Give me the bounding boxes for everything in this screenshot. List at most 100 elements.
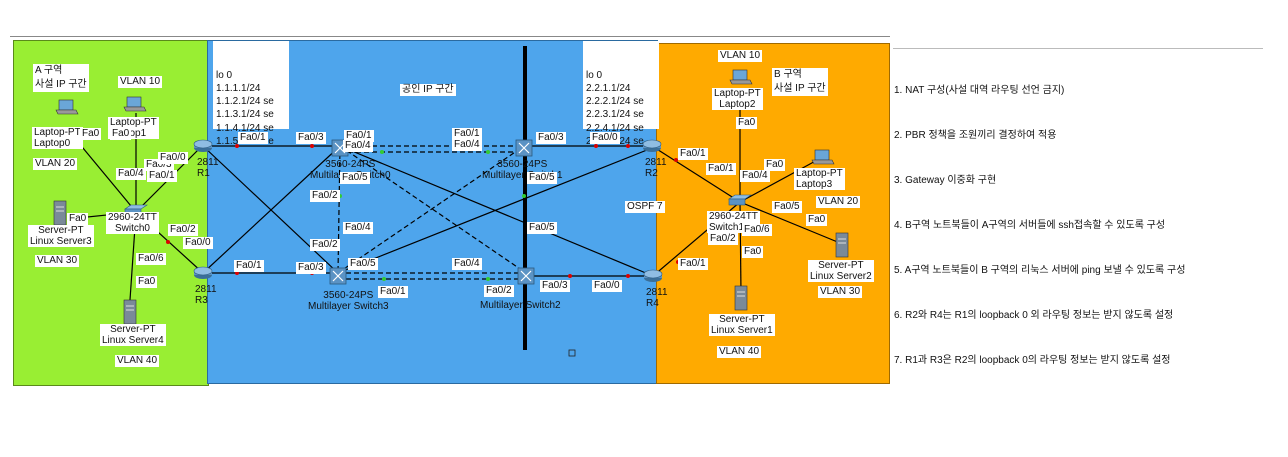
vlan30-b-label: VLAN 30 (818, 286, 863, 298)
vlan20-b-label: VLAN 20 (816, 196, 861, 208)
server3-icon[interactable] (53, 200, 67, 226)
router-r4-icon[interactable] (643, 269, 663, 282)
port-sw0-fa01: Fa0/1 (147, 170, 177, 182)
requirement-5: 5. A구역 노트북들이 B 구역의 리눅스 서버에 ping 보낼 수 있도록… (894, 265, 1186, 276)
link-r2-sw1 (651, 145, 741, 203)
port-mls0-fa05: Fa0/5 (340, 172, 370, 184)
link-r1-mls3 (202, 145, 339, 274)
link-mls0-r4 (339, 145, 654, 277)
port-server4-fa0: Fa0 (136, 276, 158, 288)
port-mls2-fa02: Fa0/2 (484, 285, 514, 297)
selection-marker (568, 349, 576, 357)
port-laptop0-fa0: Fa0 (80, 128, 102, 140)
zone-a-subtitle: 사설 IP 구간 (35, 79, 87, 90)
port-mls1-fa04: Fa0/4 (452, 139, 482, 151)
mls2-icon[interactable] (517, 267, 535, 285)
port-mls2-fa04: Fa0/4 (452, 258, 482, 270)
port-r1-fa01: Fa0/1 (238, 132, 268, 144)
port-sw1-fa01: Fa0/1 (706, 163, 736, 175)
port-server3-fa0: Fa0 (67, 213, 89, 225)
router-r2-icon[interactable] (642, 139, 662, 152)
server4-icon[interactable] (123, 299, 137, 325)
vlan30-a-label: VLAN 30 (35, 255, 80, 267)
router-r1-icon[interactable] (193, 139, 213, 152)
mls2-label: Multilayer Switch2 (480, 300, 561, 311)
vlan10-a-label: VLAN 10 (118, 76, 163, 88)
requirement-7: 7. R1과 R3은 R2의 loopback 0의 라우팅 정보는 받지 않도… (894, 355, 1171, 366)
link-mls3-mls1 (337, 145, 525, 274)
zone-a-title: A 구역 (35, 65, 63, 76)
port-mls0-fa01: Fa0/1 (344, 130, 374, 142)
port-mls3-fa01: Fa0/1 (378, 286, 408, 298)
port-r4-fa00: Fa0/0 (592, 280, 622, 292)
vlan40-b-label: VLAN 40 (717, 346, 762, 358)
link-mls1-mls2 (523, 145, 527, 274)
port-sw0-fa06: Fa0/6 (136, 253, 166, 265)
port-mls3-fa04: Fa0/4 (343, 222, 373, 234)
laptop2-icon[interactable] (729, 69, 753, 85)
port-mls2-fa03: Fa0/3 (540, 280, 570, 292)
laptop1-icon[interactable] (123, 96, 147, 112)
ospf-label: OSPF 7 (625, 201, 665, 213)
laptop0-icon[interactable] (55, 99, 79, 115)
port-sw0-fa04: Fa0/4 (116, 168, 146, 180)
port-r3-fa00: Fa0/0 (183, 237, 213, 249)
zone-b-subtitle: 사설 IP 구간 (774, 83, 826, 94)
requirements-list: 1. NAT 구성(사설 대역 라우팅 선언 금지) 2. PBR 정책을 조원… (894, 53, 1259, 398)
router-r3-icon[interactable] (193, 266, 213, 279)
mls3-icon[interactable] (329, 267, 347, 285)
zone-b-title: B 구역 (774, 69, 802, 80)
port-laptop2-fa0: Fa0 (736, 117, 758, 129)
port-sw0-fa02: Fa0/2 (168, 224, 198, 236)
port-server2-fa0: Fa0 (806, 214, 828, 226)
requirement-2: 2. PBR 정책을 조원끼리 결정하여 적용 (894, 130, 1057, 141)
mls1-icon[interactable] (515, 139, 533, 157)
zone-public-title: 공인 IP 구간 (400, 84, 456, 96)
server2-icon[interactable] (835, 232, 849, 258)
port-mls1-fa01: Fa0/1 (452, 128, 482, 140)
laptop3-icon[interactable] (811, 149, 835, 165)
port-mls2-fa05: Fa0/5 (527, 222, 557, 234)
link-mls0-mls3 (337, 145, 341, 274)
vlan10-b-label: VLAN 10 (718, 50, 763, 62)
port-r2-fa01: Fa0/1 (678, 148, 708, 160)
port-mls0-fa03: Fa0/3 (296, 132, 326, 144)
link-mls3-r2 (337, 147, 653, 274)
notes-rule (893, 48, 1263, 49)
port-mls1-fa05: Fa0/5 (527, 172, 557, 184)
port-laptop1-fa0: Fa0 (110, 128, 132, 140)
port-sw1-fa04: Fa0/4 (740, 170, 770, 182)
vlan20-a-label: VLAN 20 (33, 158, 78, 170)
port-r4-fa01: Fa0/1 (678, 258, 708, 270)
switch1-icon[interactable] (728, 194, 752, 206)
vlan40-a-label: VLAN 40 (115, 355, 160, 367)
link-mls0-mls2 (339, 145, 527, 274)
port-mls1-fa03: Fa0/3 (536, 132, 566, 144)
port-mls0-fa04: Fa0/4 (343, 140, 373, 152)
zone-a-label: A 구역 사설 IP 구간 (33, 64, 89, 92)
port-mls3-fa03: Fa0/3 (296, 262, 326, 274)
requirement-1: 1. NAT 구성(사설 대역 라우팅 선언 금지) (894, 85, 1065, 96)
requirement-6: 6. R2와 R4는 R1의 loopback 0 외 라우팅 정보는 받지 않… (894, 310, 1174, 321)
port-r3-fa01: Fa0/1 (234, 260, 264, 272)
link-sw1-server2 (739, 201, 841, 244)
server1-icon[interactable] (734, 285, 748, 311)
zone-b-label: B 구역 사설 IP 구간 (772, 68, 828, 96)
